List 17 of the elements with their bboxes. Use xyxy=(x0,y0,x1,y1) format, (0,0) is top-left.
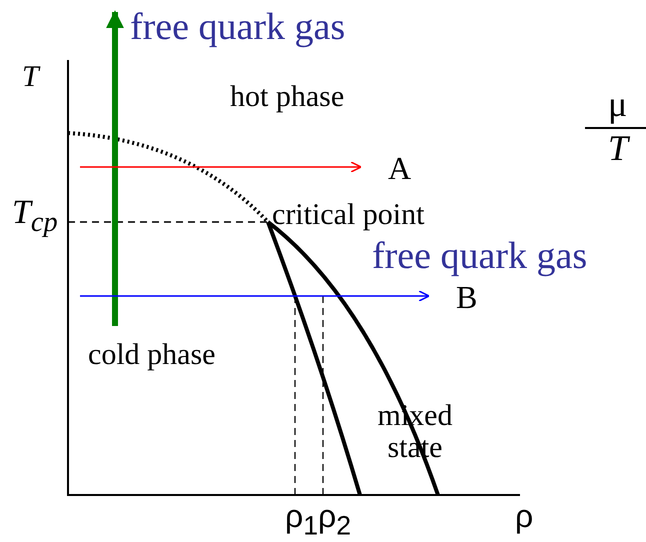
axis-label: ρ xyxy=(515,500,534,532)
axis-tick-label: ρ$_{1}$ xyxy=(285,500,318,540)
node-label: A xyxy=(388,152,412,184)
region-label: cold phase xyxy=(88,340,216,370)
arrow xyxy=(80,290,430,302)
region-label: hot phase xyxy=(230,82,344,112)
point-label: critical point xyxy=(272,200,424,230)
arrow xyxy=(106,10,124,326)
node-label: free quark gas xyxy=(130,8,346,46)
axis-tick-label: T$_{cp}$ xyxy=(12,196,58,238)
axis-label: T xyxy=(608,130,628,166)
axis-tick-label: ρ$_{2}$ xyxy=(318,500,352,540)
region-label: free quark gas xyxy=(372,237,588,275)
axis-label: T xyxy=(22,62,39,92)
arrow xyxy=(80,161,362,173)
axis-label: μ xyxy=(608,86,628,122)
node-label: B xyxy=(456,281,478,313)
